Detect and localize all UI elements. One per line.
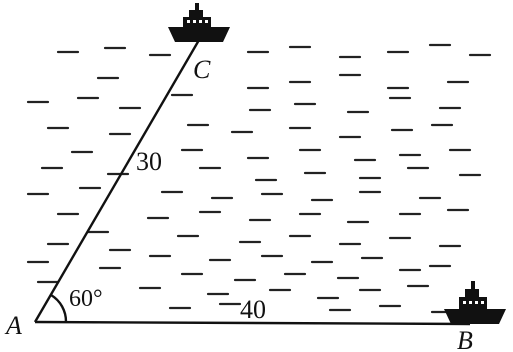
water-waves xyxy=(26,43,492,314)
point-a-label: A xyxy=(4,311,22,340)
point-b-label: B xyxy=(457,326,473,352)
length-ab-label: 40 xyxy=(240,295,266,324)
segment-ac xyxy=(33,39,201,323)
angle-arc-a xyxy=(50,293,68,323)
segment-ab xyxy=(34,320,471,326)
ship-icon xyxy=(168,3,230,42)
angle-a-label: 60° xyxy=(69,286,103,312)
ship-icon xyxy=(444,281,506,324)
point-c-label: C xyxy=(193,55,211,84)
length-ac-label: 30 xyxy=(136,147,162,176)
